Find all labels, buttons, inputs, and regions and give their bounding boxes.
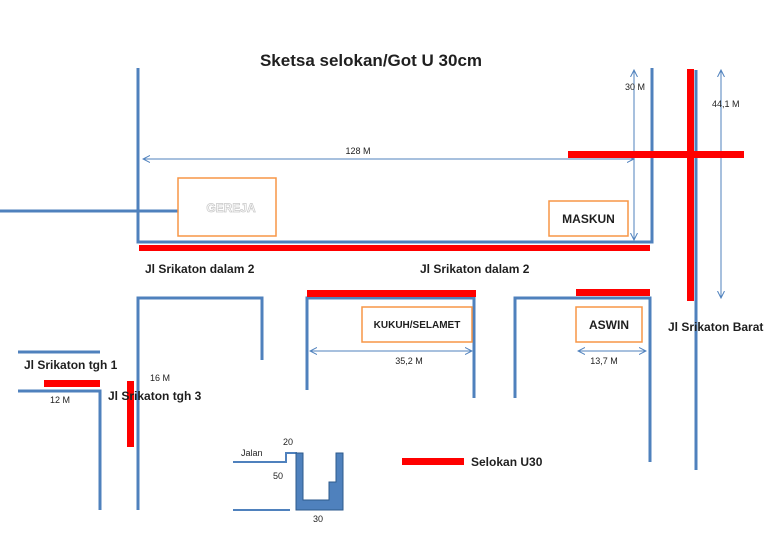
cross-section-30-label: 30	[313, 514, 323, 524]
dim-13-label: 13,7 M	[590, 356, 618, 366]
selokan-barat-vertical	[687, 69, 694, 301]
cross-section-u-channel	[295, 452, 344, 511]
building-kukuh: KUKUH/SELAMET	[361, 306, 473, 343]
road-block-aswin	[513, 296, 652, 462]
cross-section-20-label: 20	[283, 437, 293, 447]
selokan-kukuh	[307, 290, 476, 297]
building-kukuh-label: KUKUH/SELAMET	[374, 320, 461, 331]
road-block-16m	[136, 296, 264, 510]
cross-section-ground-top	[233, 452, 297, 463]
dim-30-label: 30 M	[625, 82, 645, 92]
road-label-dalam2-left: Jl Srikaton dalam 2	[145, 262, 255, 276]
road-block-kukuh	[305, 296, 476, 398]
road-label-tgh1: Jl Srikaton tgh 1	[24, 358, 118, 372]
building-aswin: ASWIN	[575, 306, 643, 343]
road-label-dalam2-right: Jl Srikaton dalam 2	[420, 262, 530, 276]
road-labels: Jl Srikaton dalam 2 Jl Srikaton dalam 2 …	[24, 262, 763, 403]
road-tgh3	[18, 389, 102, 510]
building-gereja-label: GEREJA	[206, 201, 256, 215]
building-maskun: MASKUN	[548, 200, 629, 237]
road-label-barat: Jl Srikaton Barat	[668, 320, 763, 334]
selokan-top-block	[139, 245, 650, 251]
page-title: Sketsa selokan/Got U 30cm	[260, 51, 482, 70]
selokan-lines	[44, 69, 744, 447]
dim-16-label: 16 M	[150, 373, 170, 383]
legend-label: Selokan U30	[471, 455, 543, 469]
dim-128-label: 128 M	[345, 146, 370, 156]
dim-35-label: 35,2 M	[395, 356, 423, 366]
selokan-aswin	[576, 289, 650, 296]
dim-12-label: 12 M	[50, 395, 70, 405]
building-maskun-label: MASKUN	[562, 212, 615, 226]
cross-section-jalan-label: Jalan	[241, 448, 263, 458]
legend: Selokan U30	[402, 455, 543, 469]
cross-section: Jalan 20 50 30	[233, 437, 344, 524]
dim-44-label: 44,1 M	[712, 99, 740, 109]
legend-swatch	[402, 458, 464, 465]
selokan-tgh1	[44, 380, 100, 387]
cross-section-50-label: 50	[273, 471, 283, 481]
selokan-maskun-horizontal	[568, 151, 744, 158]
selokan-tgh3-vertical	[127, 381, 134, 447]
road-label-tgh3: Jl Srikaton tgh 3	[108, 389, 202, 403]
building-aswin-label: ASWIN	[589, 318, 629, 332]
dimension-lines	[143, 70, 721, 351]
dimension-labels: 128 M 30 M 44,1 M 35,2 M 13,7 M 16 M 12 …	[50, 82, 740, 405]
building-gereja: GEREJA	[177, 177, 277, 237]
